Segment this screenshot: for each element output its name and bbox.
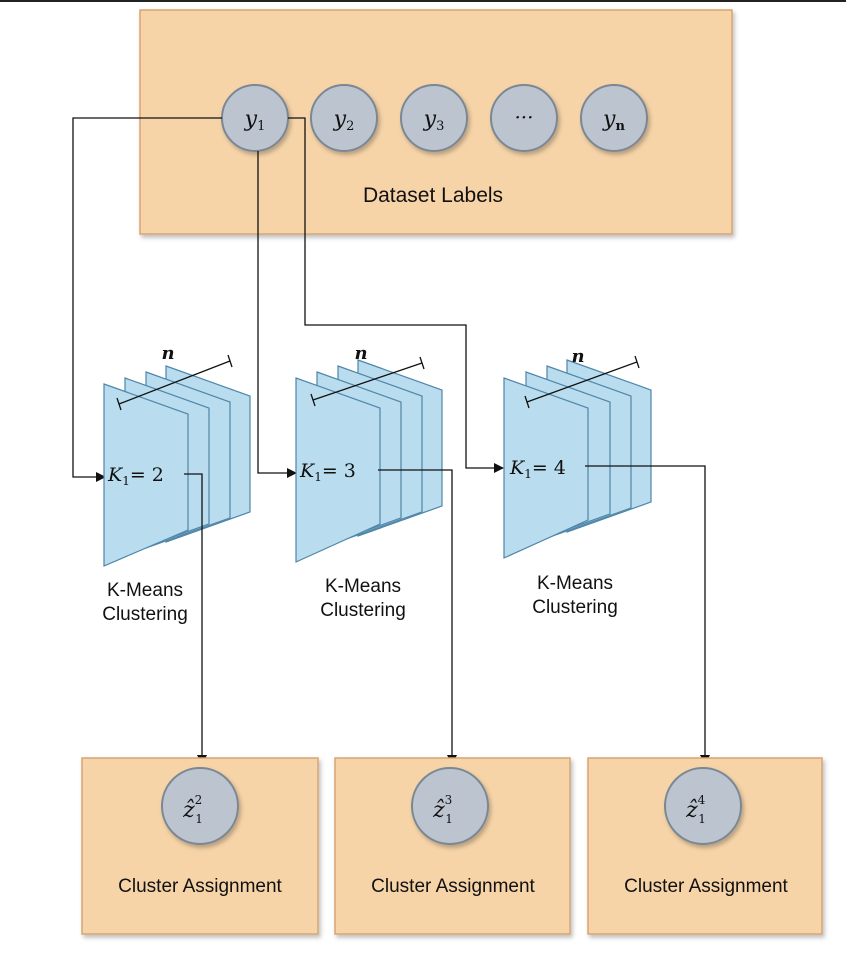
- dimension-bar: [118, 360, 231, 405]
- kmeans-caption-line1: K-Means: [107, 580, 183, 601]
- svg-text:y3: y3: [423, 107, 445, 134]
- node-sub: 2: [346, 119, 354, 134]
- kmeans-caption-line2: Clustering: [320, 600, 406, 621]
- node-sub: n: [615, 119, 625, 134]
- svg-text:···: ···: [514, 105, 533, 129]
- dimension-label: n: [354, 343, 367, 364]
- node-base: ···: [514, 105, 533, 129]
- svg-text:y2: y2: [333, 107, 355, 134]
- dataset-node-y3: y3: [400, 84, 468, 152]
- kmeans-stack-k3: n K1= 3 K-Means Clustering: [295, 343, 443, 621]
- kmeans-caption-line1: K-Means: [325, 576, 401, 597]
- arrow-k2-to-assignment: [184, 473, 207, 765]
- arrow-y1-to-k4: [288, 117, 504, 473]
- node-sub: 3: [436, 119, 444, 134]
- dataset-node-yn: yn: [580, 84, 648, 152]
- assignment-label: Cluster Assignment: [371, 876, 535, 897]
- dimension-bar: [526, 361, 638, 403]
- k-value-label: K1= 2: [107, 464, 164, 488]
- kmeans-stack-k4: n K1= 4 K-Means Clustering: [503, 346, 652, 618]
- node-base: y: [333, 107, 347, 132]
- dataset-box: y1 y2 y3 ··· yn Dataset Lab: [139, 9, 733, 235]
- svg-text:yn: yn: [602, 107, 625, 134]
- svg-text:y1: y1: [244, 107, 266, 134]
- dimension-label: n: [161, 343, 174, 364]
- dataset-node-y1: y1: [221, 84, 289, 152]
- kmeans-stack-k2: n K1= 2 K-Means Clustering: [102, 343, 251, 625]
- assignment-label: Cluster Assignment: [624, 876, 788, 897]
- node-base: y: [602, 107, 616, 132]
- arrow-k4-to-assignment: [585, 465, 710, 765]
- k-value-label: K1= 3: [299, 460, 356, 484]
- node-base: y: [423, 107, 437, 132]
- dataset-node-ellipsis: ···: [490, 84, 558, 152]
- assignment-label: Cluster Assignment: [118, 876, 282, 897]
- dataset-title: Dataset Labels: [363, 184, 503, 207]
- arrow-y1-to-k3: [257, 151, 297, 478]
- arrow-k3-to-assignment: [378, 469, 457, 765]
- k-value-label: K1= 4: [509, 457, 566, 481]
- output-connectors: [184, 465, 710, 765]
- node-base: y: [244, 107, 258, 132]
- top-border-line: [0, 0, 846, 2]
- kmeans-caption-line2: Clustering: [532, 597, 618, 618]
- dimension-bar: [312, 362, 423, 401]
- arrow-y1-to-k2: [72, 117, 222, 482]
- dimension-label: n: [571, 346, 584, 367]
- node-sub: 1: [257, 119, 265, 134]
- kmeans-caption-line2: Clustering: [102, 604, 188, 625]
- dataset-node-y2: y2: [310, 84, 378, 152]
- connectors: [72, 117, 504, 482]
- kmeans-caption-line1: K-Means: [537, 573, 613, 594]
